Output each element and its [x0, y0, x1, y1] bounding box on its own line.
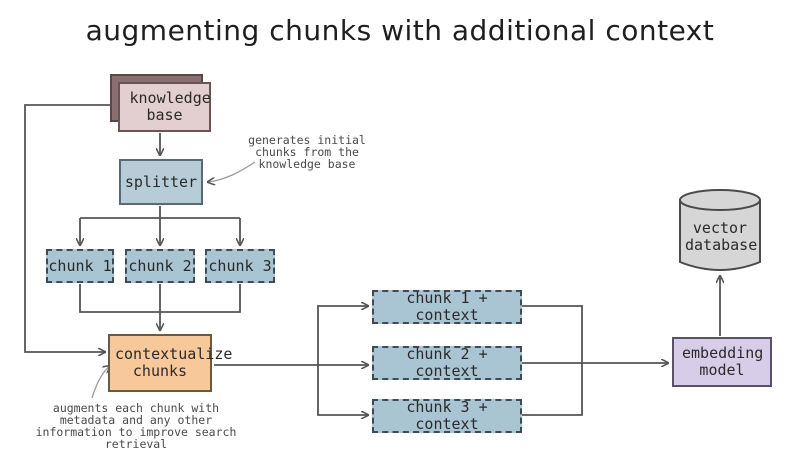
splitter-note-arrow — [208, 161, 256, 182]
chunk-2-context-label: chunk 2 + context — [406, 345, 488, 380]
contextualize-label: contextualize chunks — [115, 345, 233, 380]
contextualize-to-chunk1ctx-arrow — [317, 306, 368, 365]
chunk-1-context-label: chunk 1 + context — [406, 289, 488, 324]
contextualize-annotation-text: augments each chunk with metadata and an… — [35, 401, 237, 451]
embedding-model-label: embedding model — [682, 344, 764, 379]
contextualize-to-chunk3ctx-arrow — [317, 365, 368, 415]
chunk-3-context-node: chunk 3 + context — [372, 399, 522, 433]
ctx-merge — [522, 305, 583, 416]
vector-database-node: vector database — [680, 212, 760, 262]
chunk-1-context-node: chunk 1 + context — [372, 290, 522, 324]
splitter-annotation: generates initial chunks from the knowle… — [226, 134, 388, 170]
vector-database-cylinder — [679, 189, 761, 271]
chunk-3-context-label: chunk 3 + context — [406, 398, 488, 433]
splitter-label: splitter — [124, 172, 198, 191]
vector-database-label: vector database — [685, 219, 758, 254]
diagram-title: augmenting chunks with additional contex… — [85, 14, 715, 47]
chunk-1-label: chunk 1 — [48, 256, 112, 275]
chunk-3-label: chunk 3 — [208, 256, 272, 275]
contextualize-node: contextualize chunks — [108, 334, 233, 392]
kb-to-contextualize-arrow — [24, 104, 110, 352]
splitter-annotation-text: generates initial chunks from the knowle… — [248, 133, 366, 171]
embedding-model-node: embedding model — [672, 337, 772, 387]
chunk-2-context-node: chunk 2 + context — [372, 346, 522, 380]
contextualize-annotation: augments each chunk with metadata and an… — [24, 402, 248, 450]
knowledge-base-node: knowledge base — [118, 82, 211, 132]
chunk-2-node: chunk 2 — [125, 249, 195, 283]
splitter-node: splitter — [119, 159, 203, 205]
chunk-2-label: chunk 2 — [128, 256, 192, 275]
chunk-3-node: chunk 3 — [205, 249, 275, 283]
knowledge-base-label: knowledge base — [129, 89, 211, 124]
chunk-1-node: chunk 1 — [46, 249, 114, 283]
